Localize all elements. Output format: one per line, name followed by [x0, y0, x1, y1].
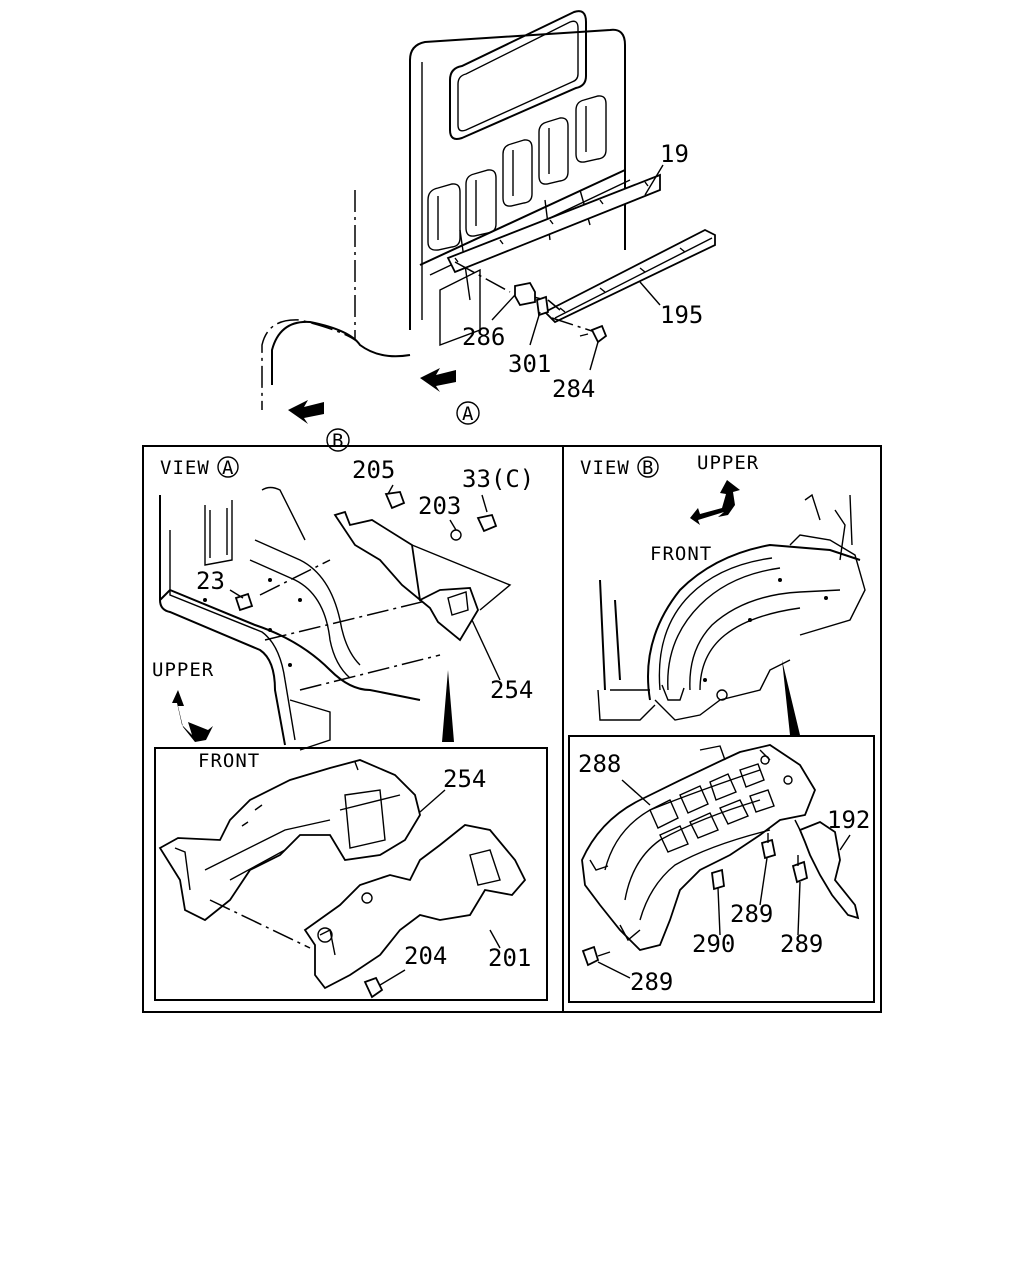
callout-23: 23	[196, 567, 225, 595]
views-frame	[142, 445, 882, 1013]
view-a-arrow-icon	[420, 368, 456, 392]
callout-289-upper: 289	[730, 900, 773, 928]
callout-254-a: 254	[490, 676, 533, 704]
upper-front-arrow-b-icon	[690, 480, 740, 525]
view-b-marker: B	[642, 457, 654, 479]
callout-289-lower: 289	[630, 968, 673, 996]
bolt-33c-icon	[476, 513, 498, 533]
callout-254-inset: 254	[443, 765, 486, 793]
bolt-205-icon	[384, 491, 406, 510]
view-a-title: VIEW	[160, 457, 210, 479]
callout-203: 203	[418, 492, 461, 520]
rear-panel-slots	[427, 95, 607, 251]
view-a-panel: VIEW A	[152, 456, 512, 772]
callout-289-right: 289	[780, 930, 823, 958]
view-b-front-label: FRONT	[650, 543, 712, 565]
callout-204: 204	[404, 942, 447, 970]
view-a-inset	[154, 747, 548, 1001]
bolt-289-lower-icon	[581, 945, 600, 967]
view-b-panel: VIEW B UPPER FRONT	[580, 452, 866, 735]
upper-front-arrow-icon	[172, 690, 213, 742]
callout-205: 205	[352, 456, 395, 484]
callout-288: 288	[578, 750, 621, 778]
callout-195: 195	[660, 301, 703, 329]
grommet-290-icon	[711, 868, 725, 891]
view-a-inset-drawing	[158, 759, 527, 999]
view-b-inset	[568, 735, 875, 1003]
view-b-arrow-icon	[288, 400, 324, 424]
callout-290: 290	[692, 930, 735, 958]
callout-284: 284	[552, 375, 595, 403]
bolt-23-icon	[234, 592, 254, 612]
svg-text:A: A	[462, 403, 474, 425]
marker-b: B	[326, 428, 350, 452]
bolt-289-right-icon	[791, 860, 809, 884]
view-b-title: VIEW	[580, 457, 630, 479]
clip-204-icon	[363, 976, 384, 999]
view-a-upper-label: UPPER	[152, 659, 214, 681]
callout-286: 286	[462, 323, 505, 351]
cab-rear-drawing	[261, 10, 716, 424]
callout-19: 19	[660, 140, 689, 168]
callout-192: 192	[827, 806, 870, 834]
view-b-upper-label: UPPER	[697, 452, 759, 474]
svg-text:B: B	[332, 430, 344, 452]
callout-301: 301	[508, 350, 551, 378]
view-a-front-label: FRONT	[198, 750, 260, 772]
view-b-inset-drawing	[581, 744, 860, 979]
view-a-marker: A	[222, 457, 234, 479]
marker-a: A	[456, 401, 480, 425]
callout-33c: 33(C)	[462, 465, 534, 493]
callout-201: 201	[488, 944, 531, 972]
